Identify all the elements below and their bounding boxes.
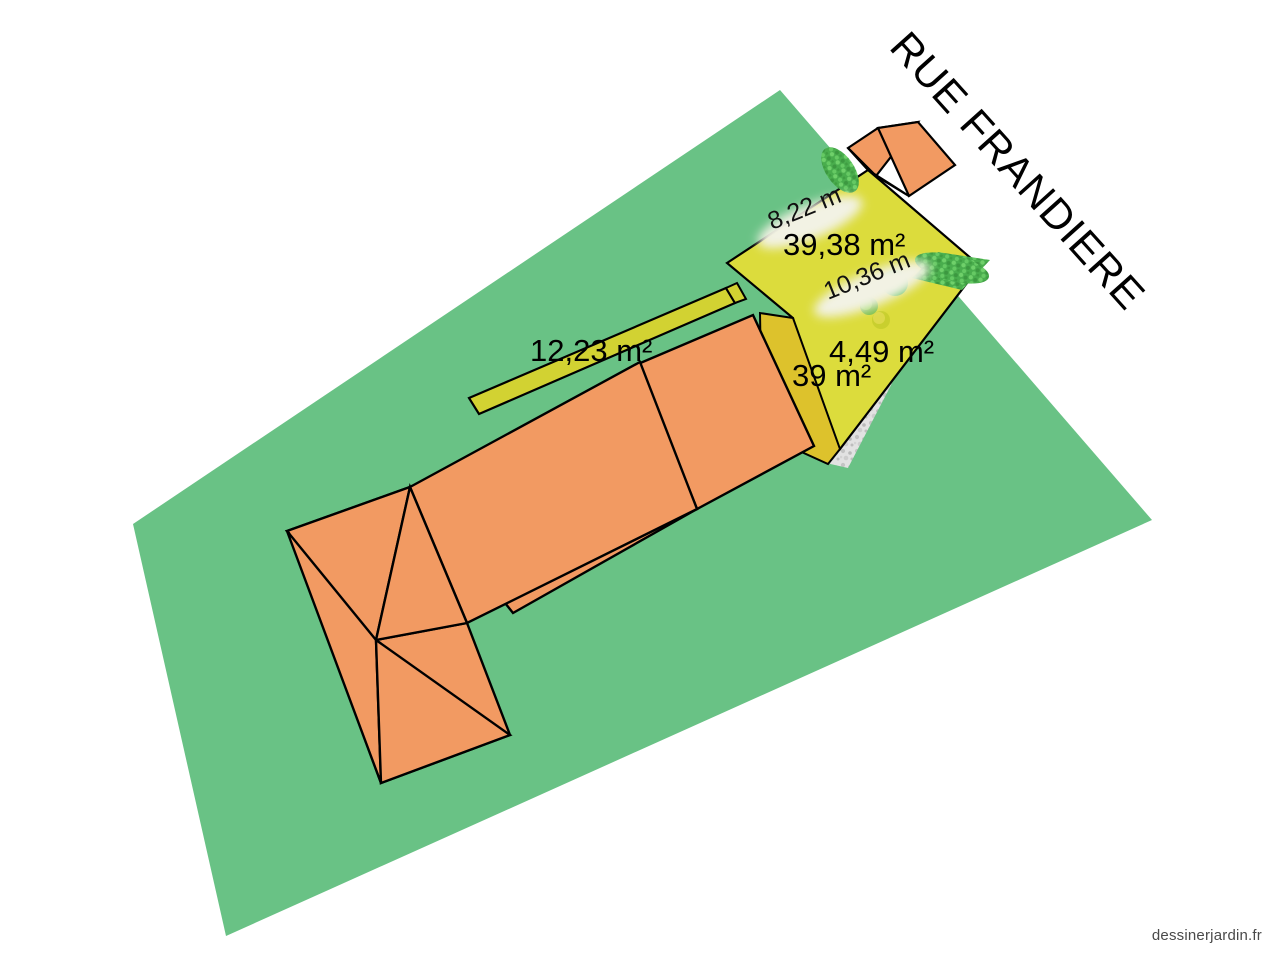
area-label-terrace-strip: 12,23 m² [530, 333, 652, 368]
site-watermark: dessinerjardin.fr [1151, 927, 1262, 944]
area-label-yellow-parcel: 39,38 m² [783, 227, 905, 262]
house-long-wing [284, 360, 699, 785]
outbuilding-roofs [846, 120, 957, 198]
terrace-strip-area [467, 281, 748, 416]
hedge-right-boundary [912, 252, 990, 290]
hedge-upper-left [821, 147, 859, 193]
area-label-green-strip: 4,49 m² [829, 334, 934, 369]
area-label-gold-parcel: 39 m² [792, 358, 871, 393]
dimension-halos [757, 195, 930, 318]
